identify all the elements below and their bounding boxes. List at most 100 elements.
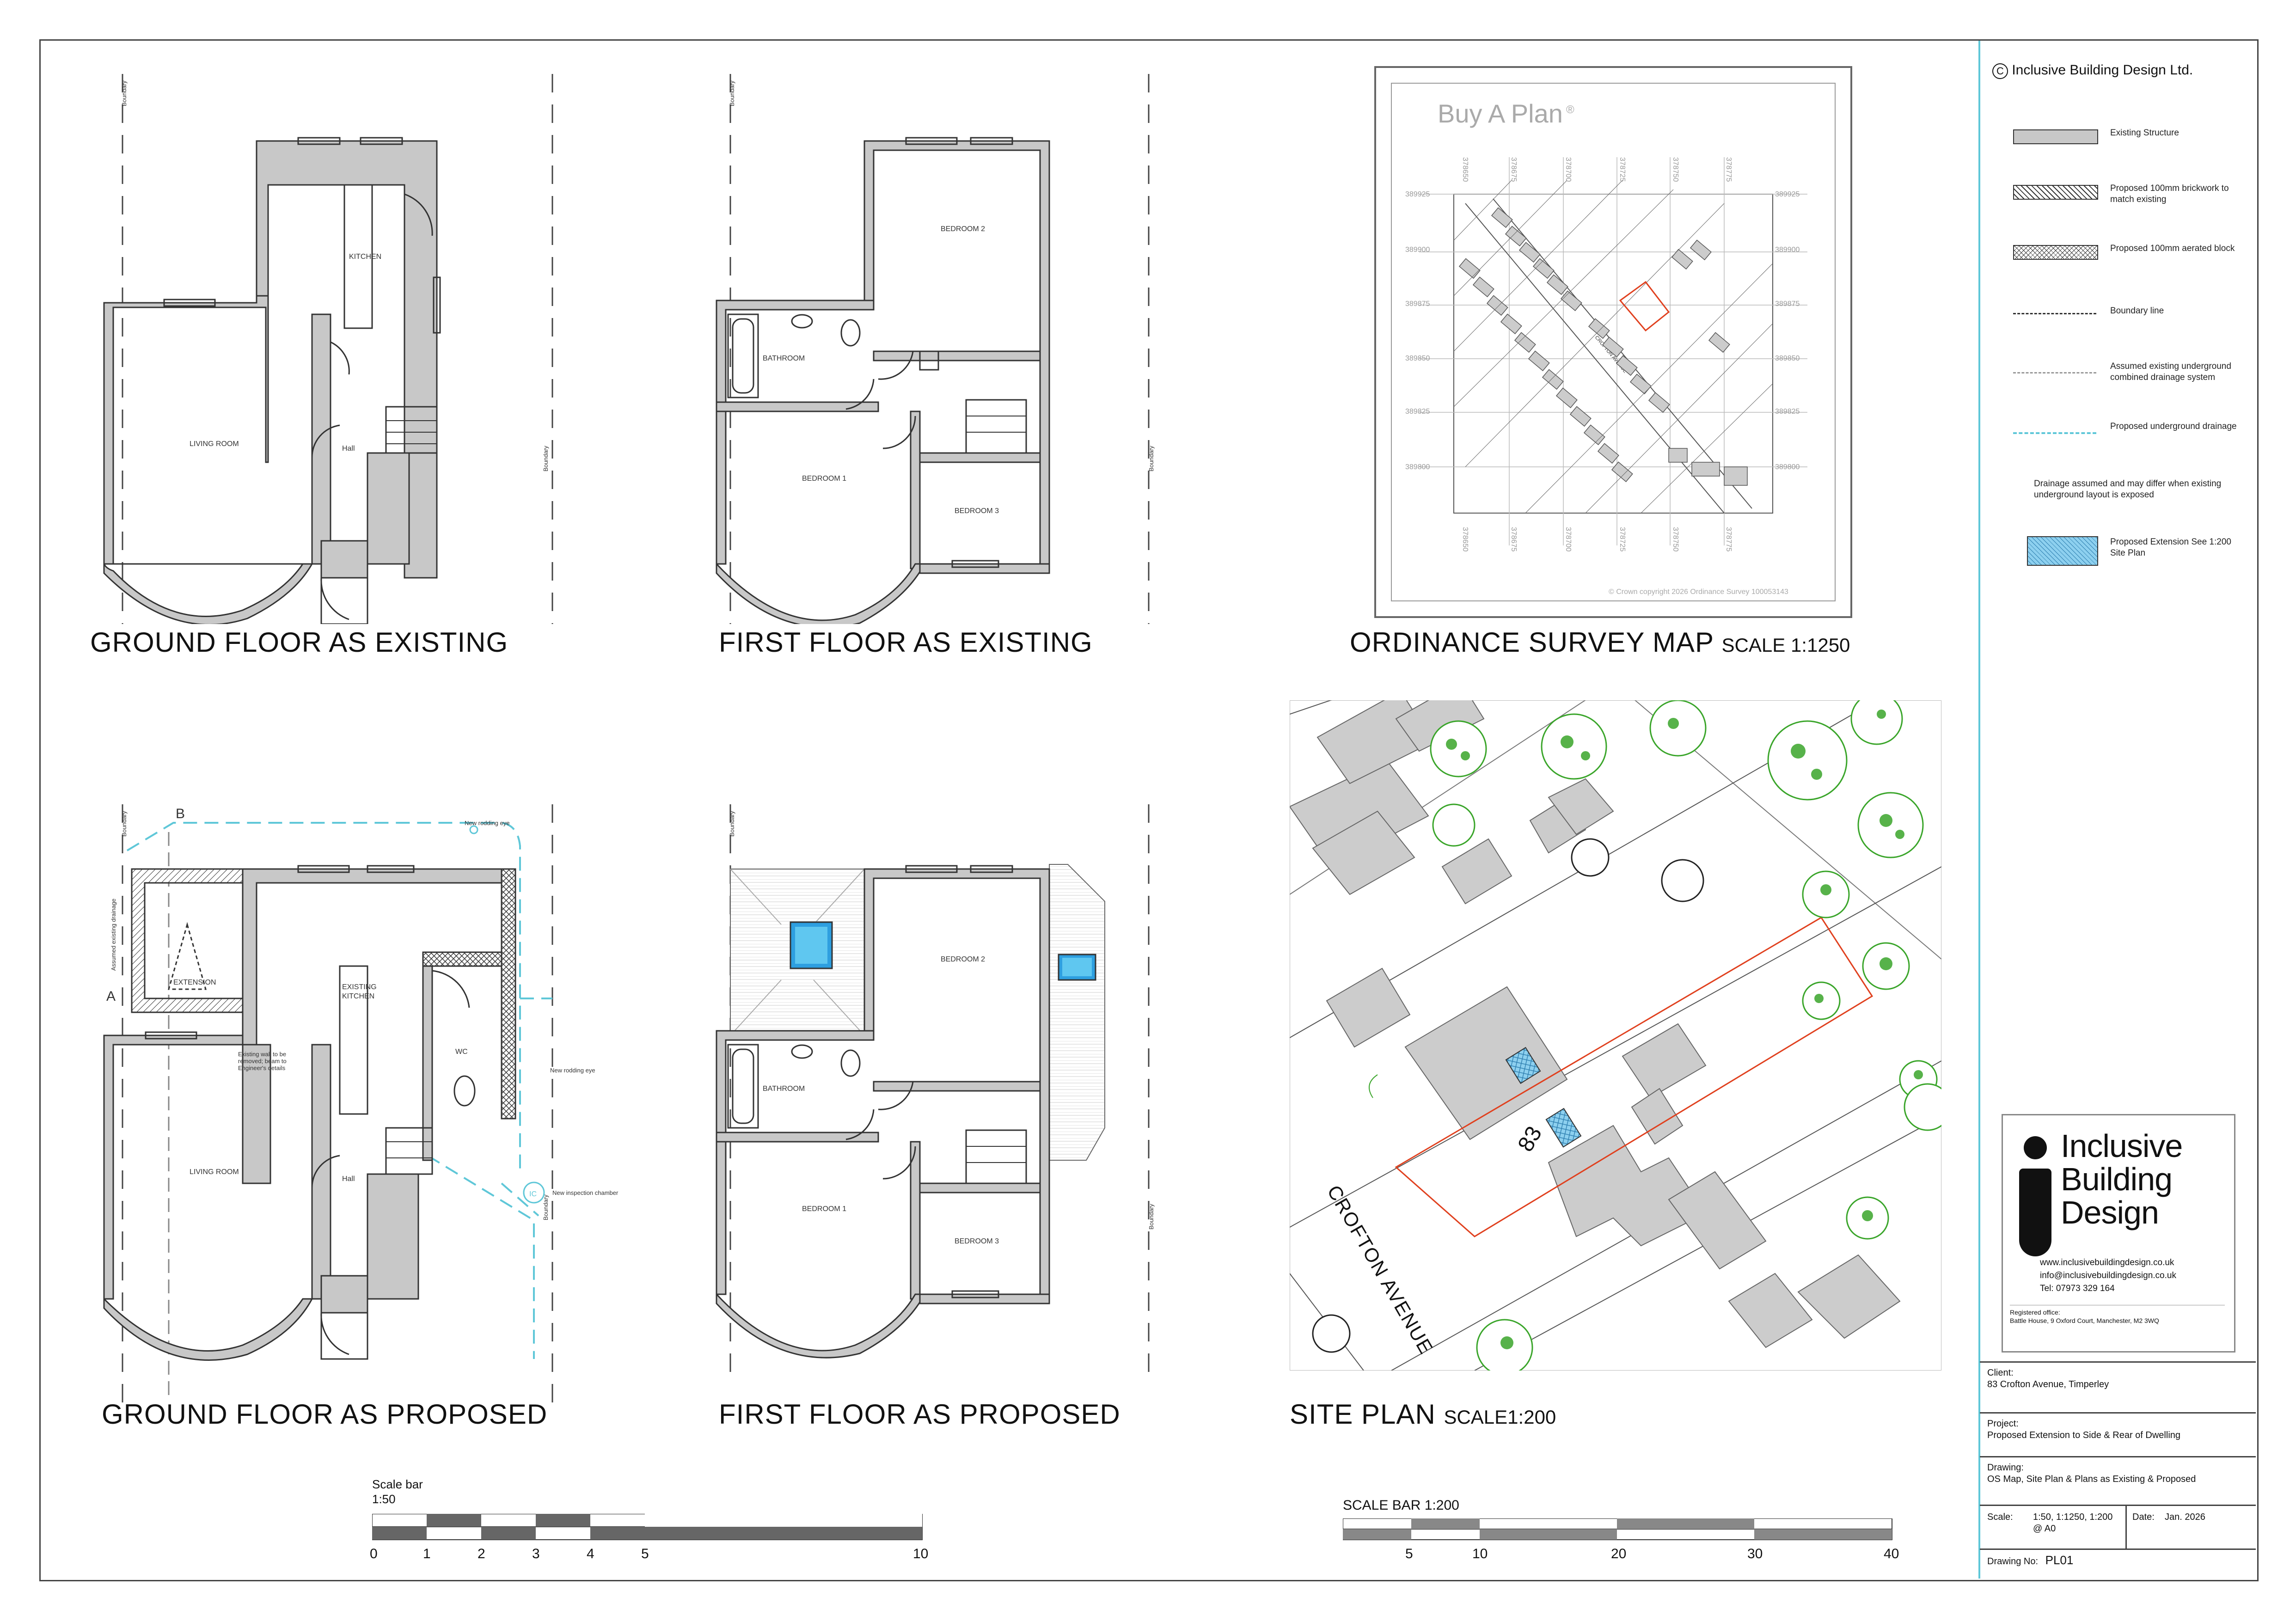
- os-copyright: © Crown copyright 2026 Ordinance Survey …: [1609, 588, 1788, 596]
- legend-boundary-line: Boundary line: [2013, 306, 2235, 335]
- svg-text:378775: 378775: [1725, 527, 1733, 551]
- svg-text:389850: 389850: [1405, 355, 1430, 362]
- title-block-scale-date: Scale: 1:50, 1:1250, 1:200 @ A0 Date: Ja…: [1980, 1505, 2256, 1550]
- scale-right-tick: 20: [1611, 1546, 1627, 1561]
- title-os-map: ORDINANCE SURVEY MAP SCALE 1:1250: [1350, 627, 1850, 658]
- legend-aerated-block: Proposed 100mm aerated block: [2013, 244, 2235, 273]
- title-first-existing: FIRST FLOOR AS EXISTING: [719, 627, 1093, 658]
- scale-left-tick: 4: [587, 1546, 594, 1561]
- room-kitchen: KITCHEN: [349, 253, 381, 261]
- registered-office: Registered office: Battle House, 9 Oxfor…: [2010, 1305, 2225, 1325]
- title-ground-existing: GROUND FLOOR AS EXISTING: [90, 627, 508, 658]
- room-bedroom-2: BEDROOM 2: [941, 225, 985, 233]
- ic-marker: IC: [529, 1190, 537, 1198]
- svg-text:389825: 389825: [1405, 408, 1430, 416]
- svg-text:378650: 378650: [1461, 527, 1469, 551]
- title-block-drawing: Drawing:OS Map, Site Plan & Plans as Exi…: [1980, 1456, 2256, 1507]
- boundary-label: Boundary: [121, 811, 128, 837]
- scale-left-tick: 0: [370, 1546, 378, 1561]
- svg-text:378675: 378675: [1510, 527, 1518, 551]
- svg-text:389925: 389925: [1405, 190, 1430, 198]
- ground-floor-proposed-plan: Boundary Boundary B A IC New rodding eye…: [90, 712, 645, 1414]
- boundary-label-right: Boundary: [542, 1194, 549, 1220]
- svg-text:389900: 389900: [1405, 246, 1430, 254]
- room-bedroom-3: BEDROOM 3: [955, 1237, 999, 1245]
- boundary-label: Boundary: [121, 80, 128, 106]
- scale-left-tick: 1: [423, 1546, 431, 1561]
- room-hall: Hall: [342, 1175, 355, 1183]
- svg-text:389800: 389800: [1775, 463, 1800, 471]
- logo-mark-icon: [2019, 1136, 2056, 1256]
- room-extension: EXTENSION: [173, 979, 216, 986]
- svg-text:378725: 378725: [1618, 527, 1626, 551]
- title-block-drawing-no: Drawing No: PL01: [1980, 1549, 2256, 1579]
- room-wc: WC: [455, 1048, 468, 1056]
- room-bedroom-1: BEDROOM 1: [802, 475, 846, 483]
- legend-drainage-note: Drainage assumed and may differ when exi…: [2034, 479, 2222, 500]
- copyright-notice: C Inclusive Building Design Ltd.: [1992, 62, 2193, 79]
- svg-text:Existing wall to be: Existing wall to be: [238, 1051, 286, 1058]
- room-bedroom-2: BEDROOM 2: [941, 955, 985, 963]
- boundary-label-right: Boundary: [1148, 446, 1155, 471]
- room-bedroom-1: BEDROOM 1: [802, 1205, 846, 1213]
- room-living: LIVING ROOM: [190, 440, 239, 448]
- svg-text:removed; beam to: removed; beam to: [238, 1058, 287, 1065]
- boundary-label-right: Boundary: [542, 446, 549, 471]
- scale-left-tick: 3: [532, 1546, 540, 1561]
- scale-bar-right: [1342, 1518, 1898, 1544]
- title-block-project: Project:Proposed Extension to Side & Rea…: [1980, 1412, 2256, 1463]
- logo-contact: www.inclusivebuildingdesign.co.uk info@i…: [2040, 1258, 2176, 1293]
- scale-right-tick: 10: [1472, 1546, 1488, 1561]
- svg-text:Engineer's details: Engineer's details: [238, 1065, 286, 1071]
- svg-text:389800: 389800: [1405, 463, 1430, 471]
- svg-text:378700: 378700: [1564, 157, 1572, 182]
- title-block-divider: [1978, 41, 1980, 1579]
- os-map: Buy A Plan ® CROFTON AVENUE: [1373, 65, 1854, 619]
- svg-text:389925: 389925: [1775, 190, 1800, 198]
- legend-proposed-extension: Proposed Extension See 1:200 Site Plan: [2013, 536, 2235, 566]
- scale-right-tick: 5: [1405, 1546, 1413, 1561]
- room-bathroom: BATHROOM: [763, 355, 805, 362]
- note-rodding-eye-top: New rodding eye: [465, 820, 510, 826]
- room-bathroom: BATHROOM: [763, 1085, 805, 1093]
- site-plan: 83 CROFTON AVENUE: [1290, 700, 1941, 1371]
- section-a-marker: A: [106, 989, 116, 1004]
- title-block-client: Client:83 Crofton Avenue, Timperley: [1980, 1361, 2256, 1412]
- scale-bar-right-label: SCALE BAR 1:200: [1343, 1498, 1459, 1513]
- ground-floor-existing-plan: Boundary Boundary KITCHEN LIVING ROOM Ha…: [90, 55, 612, 624]
- first-floor-existing-plan: Boundary Boundary BEDROOM 2 BATHROOM BED…: [703, 55, 1188, 624]
- note-assumed-drainage: Assumed existing drainage: [110, 899, 117, 971]
- svg-text:389875: 389875: [1775, 300, 1800, 308]
- title-site-plan: SITE PLAN SCALE1:200: [1290, 1399, 1556, 1430]
- note-rodding-eye-right: New rodding eye: [550, 1067, 595, 1074]
- scale-left-tick: 10: [913, 1546, 929, 1561]
- sheet-frame: [39, 39, 2259, 1581]
- logo-wordmark: Inclusive Building Design: [2061, 1128, 2183, 1230]
- room-hall: Hall: [342, 445, 355, 453]
- svg-text:378750: 378750: [1671, 527, 1679, 551]
- svg-text:378725: 378725: [1618, 157, 1626, 182]
- legend-existing-structure: Existing Structure: [2013, 128, 2235, 157]
- legend-brickwork: Proposed 100mm brickwork to match existi…: [2013, 184, 2235, 213]
- first-floor-proposed-plan: Boundary Boundary BEDROOM 2 BATHROOM BED…: [703, 795, 1188, 1373]
- boundary-label: Boundary: [729, 80, 735, 106]
- company-logo-block: Inclusive Building Design www.inclusiveb…: [2002, 1114, 2235, 1353]
- os-watermark: Buy A Plan: [1438, 99, 1563, 128]
- section-b-marker: B: [176, 806, 185, 821]
- svg-text:389825: 389825: [1775, 408, 1800, 416]
- legend-assumed-drainage: Assumed existing underground combined dr…: [2013, 361, 2235, 391]
- room-bedroom-3: BEDROOM 3: [955, 507, 999, 515]
- scale-right-tick: 40: [1884, 1546, 1899, 1561]
- svg-text:378700: 378700: [1564, 527, 1572, 551]
- svg-text:389850: 389850: [1775, 355, 1800, 362]
- scale-bar-left: [372, 1513, 927, 1544]
- room-living: LIVING ROOM: [190, 1168, 239, 1176]
- svg-text:®: ®: [1566, 104, 1574, 116]
- scale-right-tick: 30: [1747, 1546, 1763, 1561]
- svg-text:378750: 378750: [1671, 157, 1679, 182]
- legend-proposed-drainage: Proposed underground drainage: [2013, 422, 2237, 451]
- boundary-label-right: Boundary: [1148, 1204, 1155, 1230]
- svg-text:378675: 378675: [1510, 157, 1518, 182]
